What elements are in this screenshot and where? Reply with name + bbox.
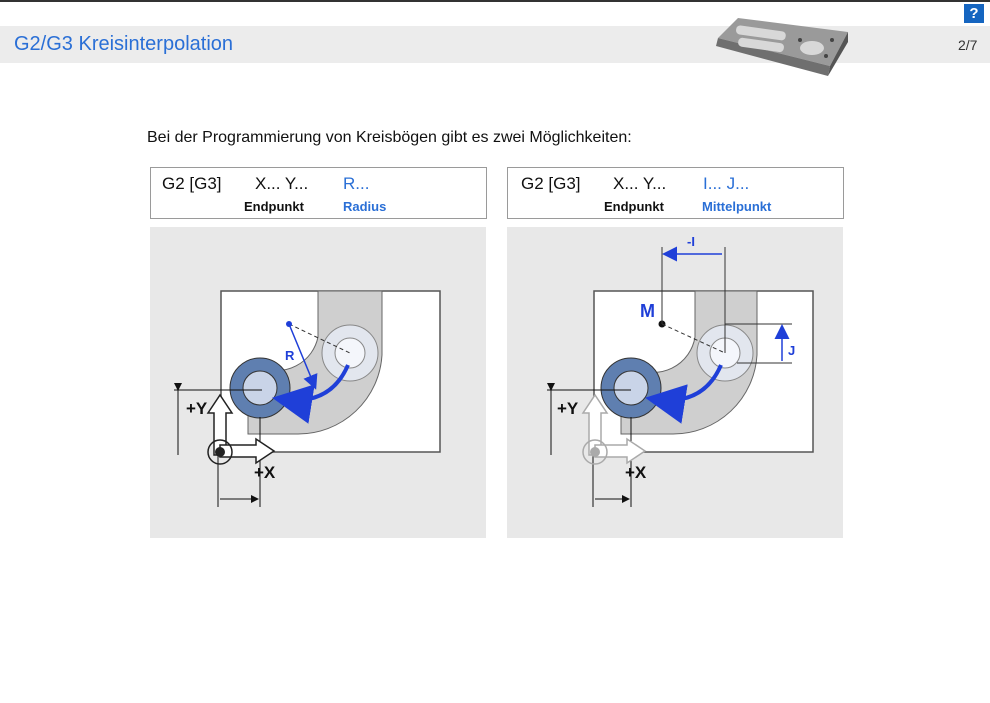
diagram-radius: R +Y +X bbox=[150, 227, 486, 538]
code-label: G2 [G3] bbox=[162, 174, 222, 193]
tool-start-icon bbox=[321, 324, 379, 382]
x-axis-label: +X bbox=[625, 463, 647, 482]
y-axis-label: +Y bbox=[186, 399, 208, 418]
syntax-box-radius: G2 [G3] X... Y... R... Endpunkt Radius bbox=[150, 167, 487, 219]
param-label: R... bbox=[343, 174, 370, 193]
radius-diagram-drawing: R +Y +X bbox=[174, 290, 441, 507]
j-label: J bbox=[788, 343, 795, 358]
workpiece-plate-image bbox=[716, 18, 848, 76]
code-label: G2 [G3] bbox=[521, 174, 581, 193]
endpoint-label: Endpunkt bbox=[604, 199, 664, 214]
center-label: Mittelpunkt bbox=[702, 199, 772, 214]
top-border bbox=[0, 0, 990, 2]
page-counter: 2/7 bbox=[958, 37, 978, 53]
param-label: I... J... bbox=[703, 174, 750, 193]
center-diagram-drawing: -I J M +Y +X bbox=[547, 234, 814, 507]
x-axis-label: +X bbox=[254, 463, 276, 482]
page-title: G2/G3 Kreisinterpolation bbox=[14, 33, 234, 55]
help-icon[interactable]: ? bbox=[964, 4, 984, 23]
diagram-center: -I J M +Y +X bbox=[507, 227, 843, 538]
coords-label: X... Y... bbox=[613, 174, 667, 193]
tool-end-icon bbox=[229, 357, 291, 419]
tool-end-icon bbox=[600, 357, 662, 419]
r-label: R bbox=[285, 348, 295, 363]
radius-label: Radius bbox=[343, 199, 387, 214]
intro-text: Bei der Programmierung von Kreisbögen gi… bbox=[147, 129, 632, 146]
coords-label: X... Y... bbox=[255, 174, 309, 193]
y-axis-label: +Y bbox=[557, 399, 579, 418]
syntax-box-center: G2 [G3] X... Y... I... J... Endpunkt Mit… bbox=[507, 167, 844, 219]
m-label: M bbox=[640, 301, 655, 321]
i-label: -I bbox=[687, 234, 695, 249]
endpoint-label: Endpunkt bbox=[244, 199, 304, 214]
